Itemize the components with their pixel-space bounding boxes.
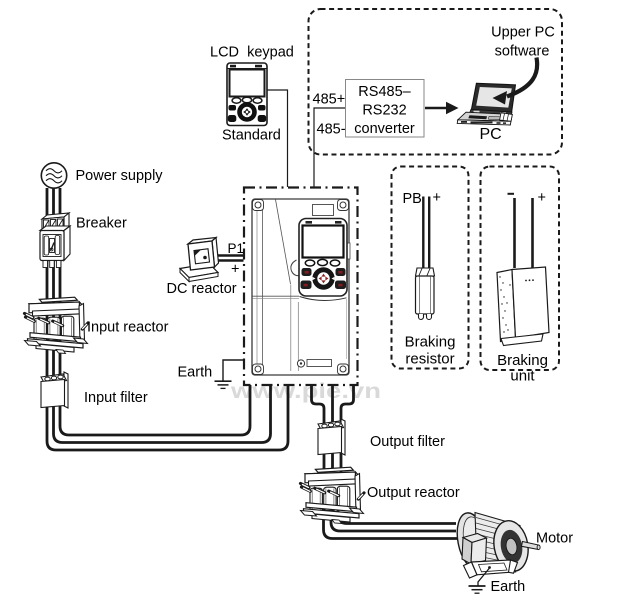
svg-text:P1: P1: [228, 241, 245, 256]
svg-text:Upper PC: Upper PC: [491, 25, 555, 41]
svg-text:+: +: [231, 262, 239, 278]
svg-text:unit: unit: [510, 368, 535, 385]
svg-text:Input reactor: Input reactor: [87, 320, 169, 336]
svg-text:software: software: [495, 44, 550, 60]
svg-text:Motor: Motor: [536, 531, 573, 547]
svg-text:Power supply: Power supply: [76, 168, 164, 184]
svg-text:RS232: RS232: [362, 103, 406, 119]
svg-text:485-: 485-: [317, 122, 346, 138]
svg-text:485+: 485+: [313, 92, 346, 108]
svg-text:DC reactor: DC reactor: [167, 281, 237, 297]
svg-text:Output filter: Output filter: [370, 434, 445, 450]
svg-text:+: +: [538, 190, 546, 206]
svg-text:Earth: Earth: [491, 579, 526, 595]
svg-text:Braking: Braking: [405, 334, 456, 351]
svg-text:Input filter: Input filter: [84, 390, 148, 406]
svg-text:converter: converter: [354, 121, 415, 137]
svg-text:Breaker: Breaker: [76, 216, 127, 232]
svg-text:PC: PC: [480, 126, 502, 143]
svg-text:Earth: Earth: [178, 365, 213, 381]
svg-text:LCD keypad: LCD keypad: [210, 45, 294, 61]
svg-text:Braking: Braking: [497, 352, 548, 369]
svg-text:Output reactor: Output reactor: [367, 485, 460, 501]
svg-text:RS485–: RS485–: [358, 84, 411, 100]
svg-text:resistor: resistor: [405, 351, 454, 368]
svg-text:PB: PB: [403, 191, 422, 207]
svg-text:Standard: Standard: [222, 128, 281, 144]
svg-text:+: +: [433, 190, 441, 206]
